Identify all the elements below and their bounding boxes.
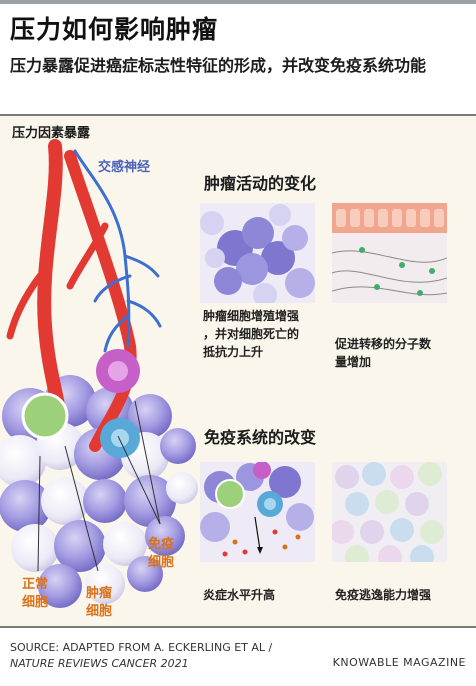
tumor-illustration <box>0 139 198 608</box>
page-title: 压力如何影响肿瘤 <box>10 15 219 44</box>
tumor-proliferation-panel <box>200 203 315 303</box>
tumor-activity-heading: 肿瘤活动的变化 <box>204 174 317 193</box>
inflammation-caption: 炎症水平升高 <box>203 588 276 602</box>
immune-cell-pink <box>96 349 140 393</box>
source-credit: SOURCE: ADAPTED FROM A. ECKERLING ET AL … <box>10 640 272 672</box>
inflammation-panel <box>200 462 315 562</box>
stress-exposure-label: 压力因素暴露 <box>12 126 91 141</box>
immune-heading: 免疫系统的改变 <box>204 428 317 447</box>
immune-escape-caption: 免疫逃逸能力增强 <box>335 588 432 602</box>
immune-escape-panel <box>332 462 447 562</box>
normal-cell-green <box>21 392 69 440</box>
metastasis-panel <box>332 203 447 303</box>
magazine-credit: KNOWABLE MAGAZINE <box>332 656 466 669</box>
tumor-proliferation-caption: 肿瘤细胞增殖增强 ，并对细胞死亡的 抵抗力上升 <box>203 309 300 359</box>
top-rule <box>0 0 476 4</box>
metastasis-caption: 促进转移的分子数 量增加 <box>335 337 432 369</box>
source-line-2: NATURE REVIEWS CANCER 2021 <box>10 657 189 670</box>
sympathetic-nerve <box>73 149 162 353</box>
normal-cells-label: 正常细胞 <box>22 577 49 610</box>
immune-cells-label: 免疫细胞 <box>148 537 175 570</box>
immune-cell-blue <box>100 418 140 458</box>
source-line-1: SOURCE: ADAPTED FROM A. ECKERLING ET AL … <box>10 641 273 654</box>
page-subtitle: 压力暴露促进癌症标志性特征的形成，并改变免疫系统功能 <box>10 56 427 75</box>
sympathetic-nerve-label: 交感神经 <box>98 160 151 175</box>
artery-left <box>37 139 67 423</box>
tumor-cells-label: 肿瘤细胞 <box>86 586 113 619</box>
